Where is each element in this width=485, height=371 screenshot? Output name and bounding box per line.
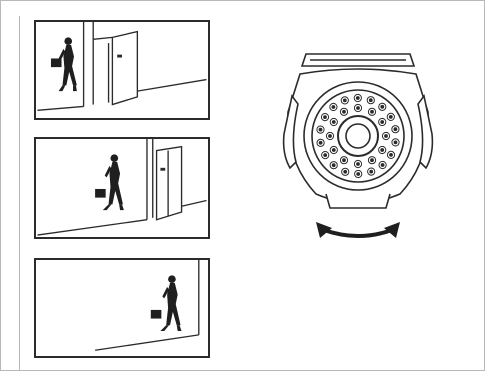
ir-led-center bbox=[371, 159, 374, 162]
ir-led-center bbox=[390, 154, 393, 157]
door-handle-icon bbox=[117, 55, 122, 58]
ir-led-center bbox=[381, 149, 384, 152]
ir-led-center bbox=[389, 116, 392, 119]
ir-led-center bbox=[332, 149, 335, 152]
ir-led-center bbox=[381, 164, 384, 167]
ir-led-center bbox=[319, 128, 322, 131]
ir-led-center bbox=[370, 170, 373, 173]
ir-led-center bbox=[344, 170, 347, 173]
ir-led-center bbox=[381, 121, 384, 124]
scene-3-drawing bbox=[36, 260, 208, 356]
frame-inner-left-rule bbox=[19, 16, 20, 371]
pan-arrow-icon bbox=[324, 230, 392, 236]
scene-panel-1 bbox=[34, 20, 210, 120]
ir-led-center bbox=[332, 106, 335, 109]
ir-led-center bbox=[394, 128, 397, 131]
person-silhouette-icon bbox=[95, 154, 124, 210]
bullet-camera-ir-icon bbox=[270, 44, 450, 244]
ir-led-center bbox=[394, 141, 397, 144]
ir-led-center bbox=[343, 110, 346, 113]
ir-led-center bbox=[371, 110, 374, 113]
ir-led-center bbox=[324, 154, 327, 157]
scene-1-drawing bbox=[36, 22, 208, 118]
ir-led-center bbox=[343, 99, 346, 102]
ir-led-center bbox=[343, 159, 346, 162]
person-silhouette-icon bbox=[151, 275, 182, 331]
camera-mount-shape bbox=[326, 194, 390, 208]
floor-line bbox=[38, 106, 84, 110]
ir-led-center bbox=[369, 99, 372, 102]
door-handle-icon bbox=[160, 168, 165, 171]
ir-led-center bbox=[385, 135, 388, 138]
camera-drawing bbox=[270, 44, 450, 244]
frame-top-border bbox=[0, 0, 485, 1]
frame-left-border bbox=[0, 0, 1, 371]
ir-led-center bbox=[332, 164, 335, 167]
door-icon bbox=[157, 147, 182, 220]
floor-line bbox=[37, 220, 147, 235]
scene-panel-3 bbox=[34, 258, 210, 358]
ir-led-center bbox=[356, 97, 359, 100]
person-silhouette-icon bbox=[51, 37, 77, 91]
floor-line bbox=[95, 335, 199, 350]
ir-led-center bbox=[357, 107, 360, 110]
scene-panel-2 bbox=[34, 137, 210, 239]
ir-led-center bbox=[357, 163, 360, 166]
ir-led-center bbox=[357, 173, 360, 176]
ir-led-center bbox=[324, 116, 327, 119]
ir-led-center bbox=[329, 135, 332, 138]
ir-led-center bbox=[381, 105, 384, 108]
door-icon bbox=[112, 32, 137, 105]
ir-led-center bbox=[332, 121, 335, 124]
ir-led-center bbox=[319, 141, 322, 144]
scene-2-drawing bbox=[36, 139, 208, 237]
